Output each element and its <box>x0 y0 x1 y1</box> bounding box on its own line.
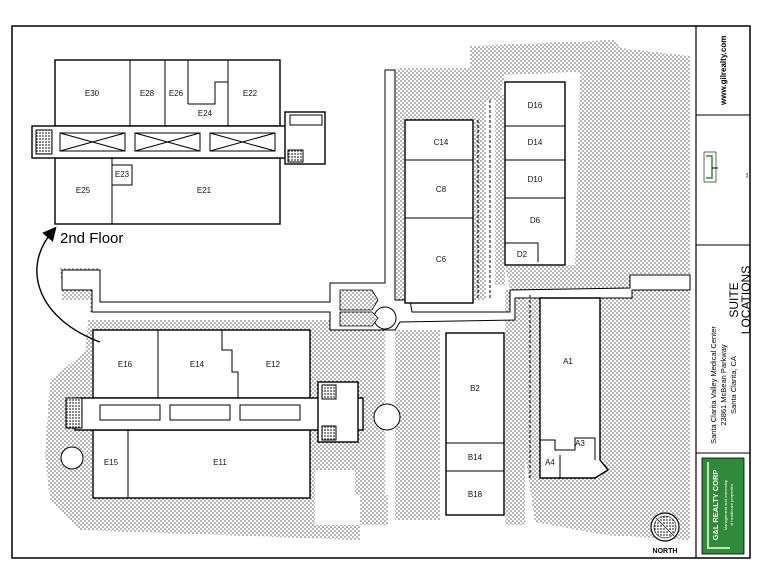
building-b <box>445 332 505 516</box>
company-logo: G&L REALTY CORP Management and ownership… <box>701 457 745 555</box>
suite-e12: E12 <box>266 360 281 369</box>
suite-e16: E16 <box>118 360 133 369</box>
suite-e26: E26 <box>169 89 184 98</box>
suite-a3: A3 <box>575 439 585 448</box>
svg-text:G&L: G&L <box>745 172 749 178</box>
suite-b18: B18 <box>468 490 483 499</box>
property-address: 23861 McBean Parkway <box>719 344 728 426</box>
suite-d2: D2 <box>517 250 528 259</box>
suite-d6: D6 <box>530 216 541 225</box>
company-tagline-1: Management and ownership <box>723 479 728 530</box>
suite-b2: B2 <box>470 384 480 393</box>
property-city: Santa Clarita, CA <box>729 356 738 414</box>
map-frame <box>11 25 751 559</box>
company-name: G&L REALTY CORP <box>711 470 720 541</box>
info-panel: www.gilrealty.com G&L SUITE LOCATIONS Sa… <box>703 36 753 444</box>
building-e-2nd-floor <box>31 59 326 225</box>
suite-e30: E30 <box>85 89 100 98</box>
suite-e14: E14 <box>190 360 205 369</box>
suite-a1: A1 <box>563 357 573 366</box>
floor-label: 2nd Floor <box>60 230 123 247</box>
company-tagline-2: of healthcare properties <box>729 484 734 526</box>
title-line2: LOCATIONS <box>739 266 753 334</box>
roundabout-2 <box>373 403 401 431</box>
suite-b14: B14 <box>468 453 483 462</box>
website-url: www.gilrealty.com <box>719 36 728 106</box>
suite-e25: E25 <box>76 186 91 195</box>
roundabout-3 <box>60 446 84 470</box>
suite-e11: E11 <box>213 458 227 467</box>
north-compass: NORTH <box>650 512 680 555</box>
suite-a4: A4 <box>545 458 555 467</box>
suite-e21: E21 <box>197 186 212 195</box>
suite-d16: D16 <box>528 101 543 110</box>
mini-logo: G&L <box>703 151 749 183</box>
building-c <box>404 119 474 304</box>
suite-e28: E28 <box>140 89 155 98</box>
building-a <box>539 297 610 479</box>
suite-c6: C6 <box>436 255 447 264</box>
suite-e24: E24 <box>198 109 213 118</box>
north-label: NORTH <box>653 548 678 555</box>
suite-labels: E30 E28 E26 E24 E22 E23 E25 E21 E16 E14 … <box>76 89 586 499</box>
floor-arrow <box>36 226 101 343</box>
suite-e23: E23 <box>115 170 130 179</box>
suite-d14: D14 <box>528 138 543 147</box>
building-d <box>504 81 566 266</box>
suite-d10: D10 <box>528 175 543 184</box>
suite-c8: C8 <box>436 185 447 194</box>
suite-c14: C14 <box>434 138 449 147</box>
property-name: Santa Clarita Valley Medical Center <box>709 326 718 444</box>
title-line1: SUITE <box>727 282 741 317</box>
building-e-1st-floor <box>74 329 364 499</box>
roads <box>61 69 691 331</box>
suite-e15: E15 <box>104 458 119 467</box>
suite-e22: E22 <box>243 89 258 98</box>
